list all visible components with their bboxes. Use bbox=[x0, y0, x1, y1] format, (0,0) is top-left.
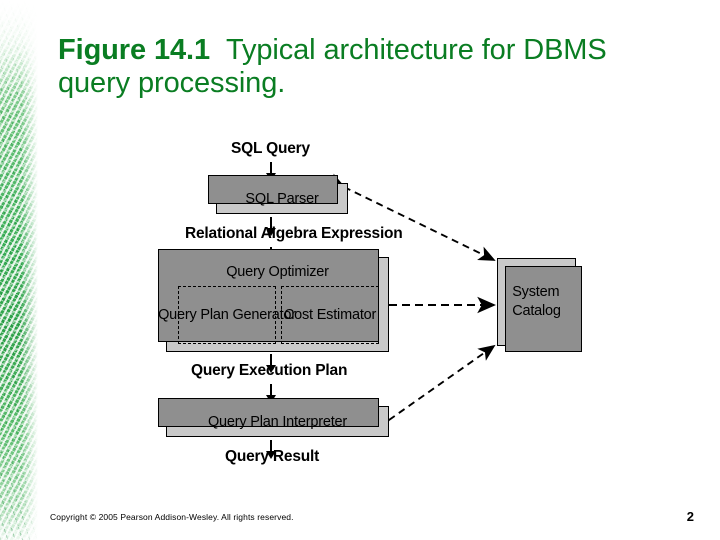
label-sql-query: SQL Query bbox=[231, 140, 310, 157]
box-query-plan-generator[interactable]: Query Plan Generator bbox=[158, 286, 296, 344]
box-system-catalog-line: Catalog bbox=[512, 303, 561, 319]
link-interpreter-catalog bbox=[372, 344, 496, 435]
arrow-qep-to-interpreter bbox=[266, 384, 276, 403]
arrow-interpreter-to-result bbox=[266, 440, 276, 459]
box-sql-parser[interactable]: SQL Parser bbox=[208, 175, 348, 214]
footer-copyright: Copyright © 2005 Pearson Addison-Wesley.… bbox=[50, 512, 294, 522]
slide-title: Figure 14.1 Typical architecture for DBM… bbox=[58, 34, 658, 100]
figure-caption: Typical architecture for DBMS query proc… bbox=[58, 34, 607, 99]
box-system-catalog-line: System bbox=[512, 284, 560, 300]
footer-page-number: 2 bbox=[686, 509, 694, 524]
arrow-query-to-parser bbox=[266, 162, 276, 181]
arrow-parser-to-ra bbox=[266, 217, 276, 236]
box-query-plan-interpreter[interactable]: Query Plan Interpreter bbox=[158, 398, 389, 437]
box-cost-estimator[interactable]: Cost Estimator bbox=[281, 286, 379, 344]
box-query-optimizer-title: Query Optimizer bbox=[226, 264, 329, 280]
catalog-link-arrows: System Catalog --> System Catalog (horiz… bbox=[327, 173, 497, 435]
figure-number: Figure 14.1 bbox=[58, 34, 211, 66]
figure-diagram: System Catalog --> System Catalog (horiz… bbox=[0, 120, 720, 490]
link-parser-catalog bbox=[327, 173, 496, 261]
box-query-optimizer[interactable]: Query Optimizer Query Plan Generator Cos… bbox=[158, 249, 389, 352]
strip-fade-top bbox=[0, 0, 38, 96]
arrow-optimizer-to-qep bbox=[266, 354, 276, 373]
left-edge-photo-strip bbox=[0, 0, 38, 540]
